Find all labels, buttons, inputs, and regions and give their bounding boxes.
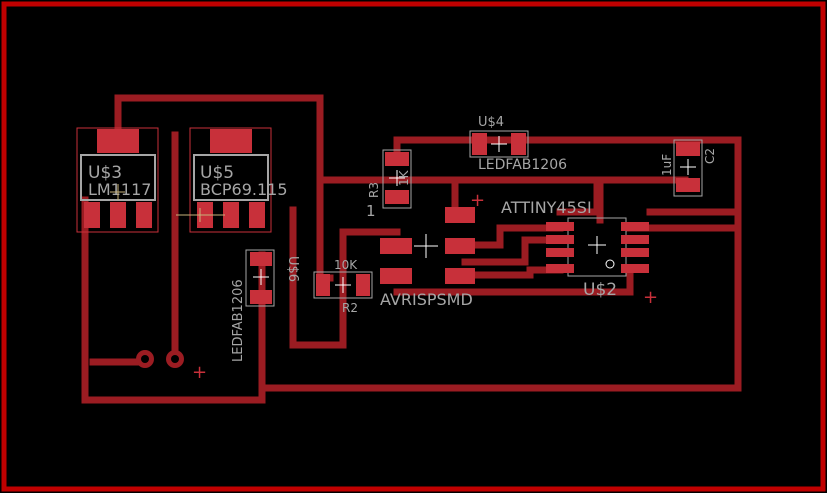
u5-name: U$5	[200, 163, 234, 183]
r3-pin-marker: 1	[366, 202, 376, 220]
u2-name: U$2	[583, 280, 617, 300]
r3-origin-cross	[389, 170, 405, 186]
component-isp-header: AVRISPSMD	[380, 207, 475, 309]
r3-pad-1	[385, 152, 409, 166]
plus-mark-u2: +	[643, 287, 658, 308]
r3-outline	[382, 149, 412, 209]
u2-body	[567, 217, 627, 277]
u3-origin-cross	[110, 184, 125, 200]
component-c2: 1uF C2	[660, 139, 717, 197]
u3-pad-2	[110, 202, 126, 228]
u6-value: LEDFAB1206	[231, 279, 246, 362]
u5-outline	[189, 127, 272, 233]
u4-pad-1	[472, 133, 487, 155]
u2-pad-2	[546, 235, 574, 244]
component-r3: R3 1K 1	[366, 149, 412, 220]
trace-r2-loop	[289, 206, 401, 349]
r2-value: 10K	[334, 258, 358, 272]
u4-outline	[469, 130, 529, 158]
plus-mark-isp: +	[470, 190, 485, 211]
traces	[81, 94, 742, 404]
u5-body	[193, 154, 269, 201]
u6-outline	[245, 249, 275, 307]
component-u4: U$4 LEDFAB1206	[469, 115, 567, 173]
u3-value: LM1117	[88, 180, 151, 199]
u2-origin-cross	[588, 236, 606, 254]
u2-pad-7	[621, 248, 649, 257]
trace-bottom-long	[258, 208, 742, 392]
u3-pad-3	[136, 202, 152, 228]
u3-pad-1	[84, 202, 100, 228]
component-u3: U$3 LM1117	[76, 127, 159, 233]
c2-origin-cross	[680, 159, 696, 175]
r3-pad-2	[385, 190, 409, 204]
trace-left-bus	[89, 196, 179, 366]
component-u6: LEDFAB1206 U$6	[231, 249, 300, 362]
component-u2: ATTINY45SI U$2	[501, 198, 649, 300]
r3-value: 1K	[397, 169, 411, 186]
c2-pad-1	[676, 142, 700, 156]
u6-pad-2	[250, 290, 272, 304]
trace-r3-top	[393, 136, 742, 216]
u5-pad-2	[223, 202, 239, 228]
u6-name: U$6	[285, 256, 300, 282]
isp-value: AVRISPSMD	[380, 290, 473, 309]
c2-name: C2	[703, 148, 717, 164]
r3-name: R3	[367, 182, 381, 198]
isp-pad-1	[445, 207, 475, 223]
u6-origin-cross	[253, 269, 269, 285]
r2-origin-cross	[335, 277, 351, 293]
u4-name: U$4	[478, 115, 504, 130]
u2-pad-8	[621, 264, 649, 273]
r2-pad-1	[316, 274, 330, 296]
isp-pad-2	[380, 238, 412, 254]
u3-name: U$3	[88, 163, 122, 183]
u5-origin-cross	[176, 208, 225, 222]
trace-u2-top	[556, 176, 601, 216]
u2-pad-4	[546, 264, 574, 273]
u4-value: LEDFAB1206	[478, 157, 567, 173]
u5-value: BCP69.115	[200, 180, 288, 199]
r2-pad-2	[356, 274, 370, 296]
isp-pad-3	[445, 238, 475, 254]
c2-value: 1uF	[660, 154, 674, 176]
u2-value: ATTINY45SI	[501, 198, 592, 217]
component-r2: 10K R2	[313, 258, 373, 315]
power-pads	[136, 350, 184, 368]
isp-pad-4	[380, 268, 412, 284]
u2-pad-6	[621, 235, 649, 244]
isp-origin-cross	[414, 234, 438, 258]
u2-pad-5	[621, 222, 649, 231]
u3-tab-pad	[97, 129, 139, 153]
u4-pad-2	[511, 133, 526, 155]
c2-pad-2	[676, 178, 700, 192]
u6-pad-1	[250, 252, 272, 266]
u5-tab-pad	[210, 129, 252, 153]
isp-pad-5	[445, 268, 475, 284]
trace-isp-3	[461, 236, 564, 266]
power-pad-2-hole	[171, 355, 179, 363]
trace-isp-2	[461, 224, 564, 249]
u4-origin-cross	[491, 136, 507, 152]
c2-outline	[673, 139, 703, 197]
plus-mark-power: +	[192, 362, 207, 383]
trace-isp-4	[461, 266, 564, 279]
r2-name: R2	[342, 301, 358, 315]
r2-outline	[313, 271, 373, 299]
u2-pin1-dot	[605, 259, 615, 269]
u2-pad-1	[546, 222, 574, 231]
trace-isp-5	[393, 266, 634, 296]
component-u5: U$5 BCP69.115	[176, 127, 288, 233]
u5-pad-3	[249, 202, 265, 228]
u2-pad-3	[546, 248, 574, 257]
u3-outline	[76, 127, 159, 233]
power-pad-1-hole	[141, 355, 149, 363]
